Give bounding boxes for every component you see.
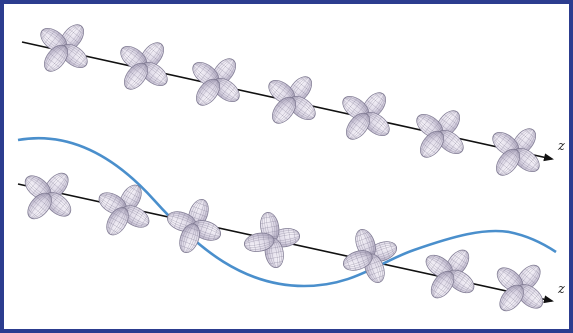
orbital-cluster <box>488 124 543 179</box>
orbital-cluster <box>188 54 243 109</box>
orbital-cluster <box>116 38 171 93</box>
orbital-cluster <box>341 227 400 286</box>
lower-axis-label: z <box>557 282 565 297</box>
orbital-cluster <box>493 261 547 315</box>
orbital-chain-diagram: z z <box>4 4 569 329</box>
wave-curve <box>18 138 556 286</box>
orbital-cluster <box>412 106 467 161</box>
orbital-cluster <box>165 197 224 256</box>
orbital-cluster <box>264 72 319 127</box>
upper-orbital-row <box>36 20 543 179</box>
orbital-cluster <box>36 20 91 75</box>
lower-orbital-row <box>21 169 547 315</box>
orbital-cluster <box>338 88 393 143</box>
upper-axis-label: z <box>557 139 565 154</box>
orbital-cluster <box>243 211 301 269</box>
orbital-cluster <box>21 169 75 223</box>
